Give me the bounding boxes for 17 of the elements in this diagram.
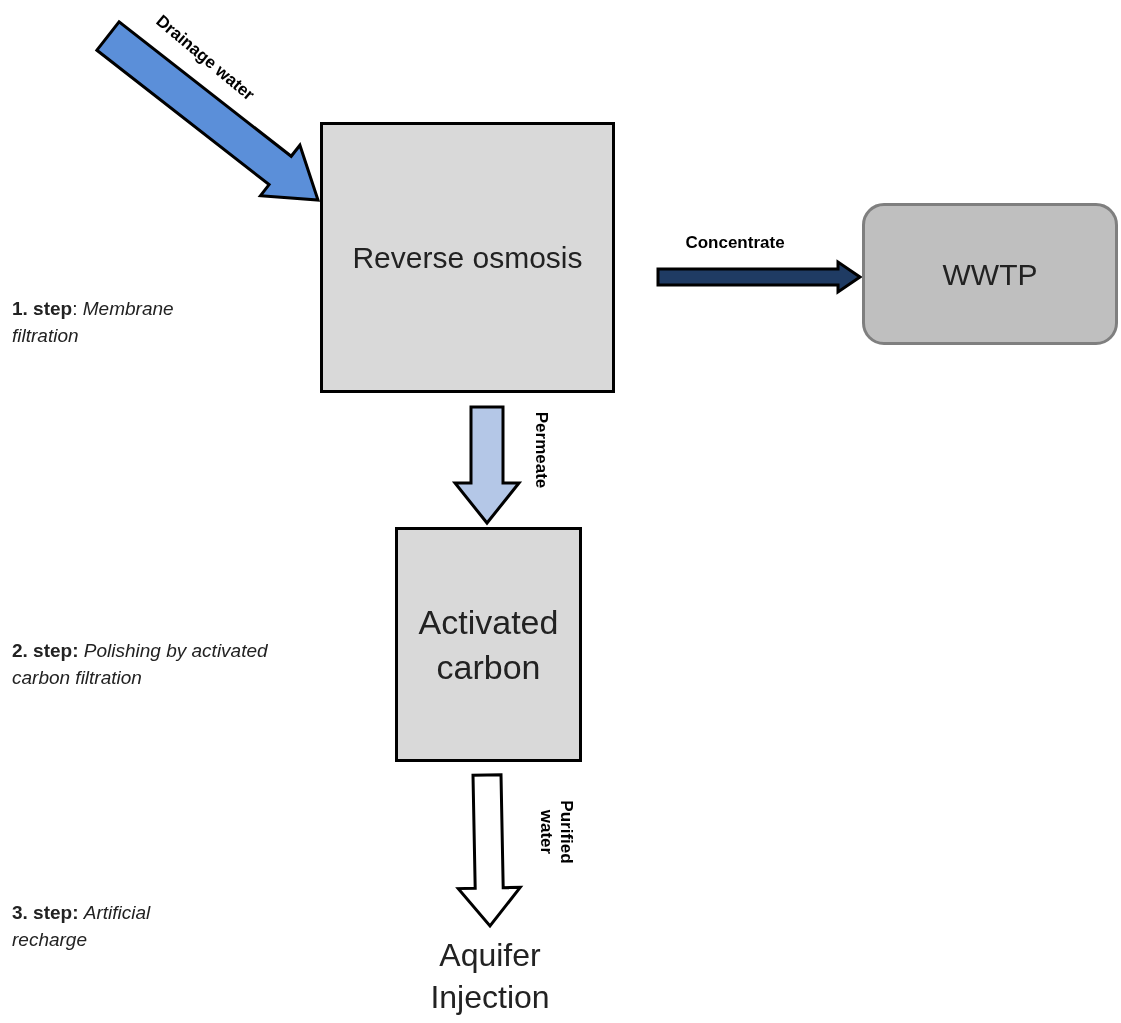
edge-label: Purified water: [536, 799, 577, 866]
process-box: [395, 527, 582, 762]
node-label: Activated carbon: [417, 602, 560, 688]
block-arrow: [455, 773, 524, 929]
step-note: 2. step: Polishing by activated carbon filtration: [12, 639, 269, 690]
step-note: 1. step: Membrane filtration: [12, 297, 175, 348]
edge-label: Permeate: [530, 410, 552, 491]
node-label: Reverse osmosis: [351, 240, 584, 276]
block-arrow: [656, 259, 863, 295]
node-label: Aquifer Injection: [429, 936, 551, 1017]
edge-label: Concentrate: [684, 232, 786, 255]
process-box: [320, 122, 615, 393]
process-box: [862, 203, 1118, 345]
step-note: 3. step: Artificial recharge: [12, 901, 152, 952]
node-label: WWTP: [941, 256, 1039, 293]
block-arrow: [451, 405, 523, 526]
block-arrow: [94, 19, 321, 202]
